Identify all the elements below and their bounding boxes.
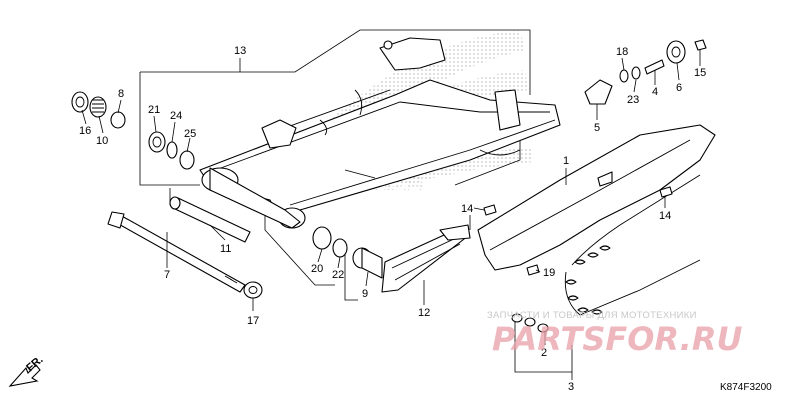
pivot-bolt — [107, 211, 246, 293]
bolt-19 — [526, 264, 540, 276]
pivot-nut — [243, 281, 263, 299]
callout-5: 5 — [594, 122, 600, 134]
bolt-14-right — [659, 186, 673, 198]
callout-9: 9 — [362, 288, 368, 300]
callout-15: 15 — [694, 67, 706, 79]
circlip-24 — [166, 141, 178, 159]
bolt-14-left — [483, 204, 497, 216]
callout-17: 17 — [247, 315, 259, 327]
left-needle-bearing — [89, 96, 107, 118]
group-13-bracket — [139, 29, 531, 186]
collar-20 — [312, 226, 332, 250]
group-9-bracket — [344, 215, 471, 301]
callout-6: 6 — [676, 82, 682, 94]
callout-1: 1 — [563, 155, 569, 167]
callout-11: 11 — [220, 243, 231, 255]
collar-9 — [361, 247, 383, 279]
left-collar — [110, 111, 126, 129]
left-dust-seal — [71, 91, 89, 113]
callout-14-right: 14 — [659, 210, 671, 222]
bearing-21 — [148, 131, 166, 153]
chain-case — [477, 124, 716, 271]
adjuster-block — [584, 79, 613, 105]
adjuster-plate — [666, 40, 686, 64]
chain-master-link — [511, 313, 549, 333]
chain-slider — [381, 224, 471, 293]
watermark-caption: ЗАПЧАСТИ И ТОВАРЫ ДЛЯ МОТОТЕХНИКИ — [487, 310, 697, 321]
front-direction-arrow: FR. — [8, 354, 46, 387]
leader-lines — [81, 50, 701, 380]
watermark-logo: PARTSFOR.RU — [492, 320, 742, 358]
pivot-collar-end — [169, 196, 181, 210]
washer-18 — [619, 69, 629, 83]
callout-14-left: 14 — [461, 203, 473, 215]
callout-2: 2 — [541, 347, 547, 359]
callout-7: 7 — [164, 269, 170, 281]
callout-4: 4 — [652, 86, 658, 98]
callout-10: 10 — [96, 135, 108, 147]
callout-20: 20 — [311, 263, 323, 275]
swingarm-body — [199, 37, 561, 229]
drawing-code: K874F3200 — [720, 382, 772, 393]
callout-numbers: 13 8 16 10 21 24 25 7 11 17 20 22 9 12 1… — [79, 45, 706, 393]
callout-8: 8 — [118, 88, 124, 100]
callout-3: 3 — [568, 381, 574, 393]
bearing-21-inner — [152, 136, 162, 148]
callout-12: 12 — [418, 307, 430, 319]
callout-18: 18 — [616, 46, 628, 58]
seal-22 — [332, 238, 348, 258]
drive-chain — [564, 174, 701, 316]
callout-16: 16 — [79, 125, 91, 137]
callout-19: 19 — [543, 267, 555, 279]
adjuster-bolt — [644, 59, 665, 75]
seal-25 — [179, 150, 195, 170]
callout-22: 22 — [332, 269, 344, 281]
pivot-collar — [172, 197, 251, 243]
callout-21: 21 — [148, 104, 160, 116]
callout-13: 13 — [234, 45, 246, 57]
washer-23 — [631, 66, 641, 80]
callout-23: 23 — [627, 94, 639, 106]
callout-25: 25 — [184, 128, 196, 140]
nut-15 — [694, 39, 707, 51]
callout-24: 24 — [170, 110, 182, 122]
